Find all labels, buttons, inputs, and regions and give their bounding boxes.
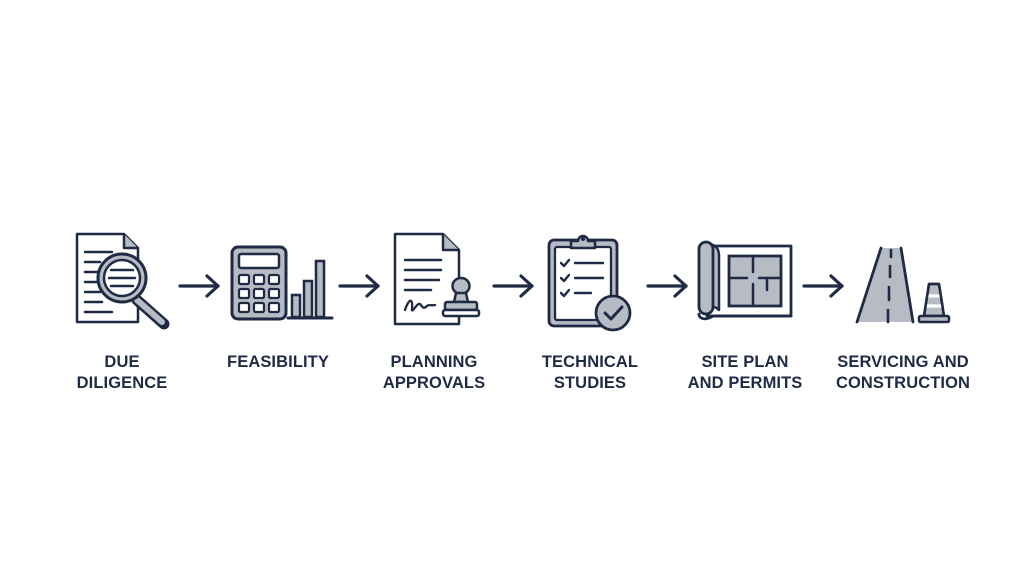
document-stamp-icon bbox=[393, 232, 481, 326]
step-label-line: APPROVALS bbox=[382, 374, 486, 392]
step-label-servicing-construction: SERVICING AND CONSTRUCTION bbox=[823, 352, 983, 394]
step-label-line: SERVICING AND bbox=[837, 353, 969, 371]
step-label-line: SITE PLAN bbox=[701, 353, 789, 371]
arrow-right-icon bbox=[646, 274, 688, 298]
arrow-right-icon bbox=[338, 274, 380, 298]
calculator-chart-icon bbox=[230, 245, 334, 321]
arrow-right-icon bbox=[178, 274, 220, 298]
step-label-line: TECHNICAL bbox=[541, 353, 639, 371]
arrow-right-icon bbox=[492, 274, 534, 298]
magnifier-document-icon bbox=[75, 232, 170, 330]
road-cone-icon bbox=[855, 246, 951, 324]
step-label-site-plan: SITE PLAN AND PERMITS bbox=[665, 352, 825, 394]
step-label-due-diligence: DUE DILIGENCE bbox=[42, 352, 202, 394]
arrow-right-icon bbox=[802, 274, 844, 298]
blueprint-icon bbox=[697, 240, 793, 321]
step-label-line: CONSTRUCTION bbox=[835, 374, 971, 392]
step-label-line: DILIGENCE bbox=[76, 374, 168, 392]
step-label-line: STUDIES bbox=[553, 374, 627, 392]
step-label-line: AND PERMITS bbox=[687, 374, 803, 392]
step-label-line: FEASIBILITY bbox=[227, 353, 329, 371]
step-label-line: PLANNING bbox=[390, 353, 478, 371]
step-label-feasibility: FEASIBILITY bbox=[198, 352, 358, 373]
step-label-line: DUE bbox=[104, 353, 140, 371]
step-label-technical-studies: TECHNICAL STUDIES bbox=[510, 352, 670, 394]
clipboard-check-icon bbox=[547, 234, 632, 332]
step-label-planning-approvals: PLANNING APPROVALS bbox=[354, 352, 514, 394]
